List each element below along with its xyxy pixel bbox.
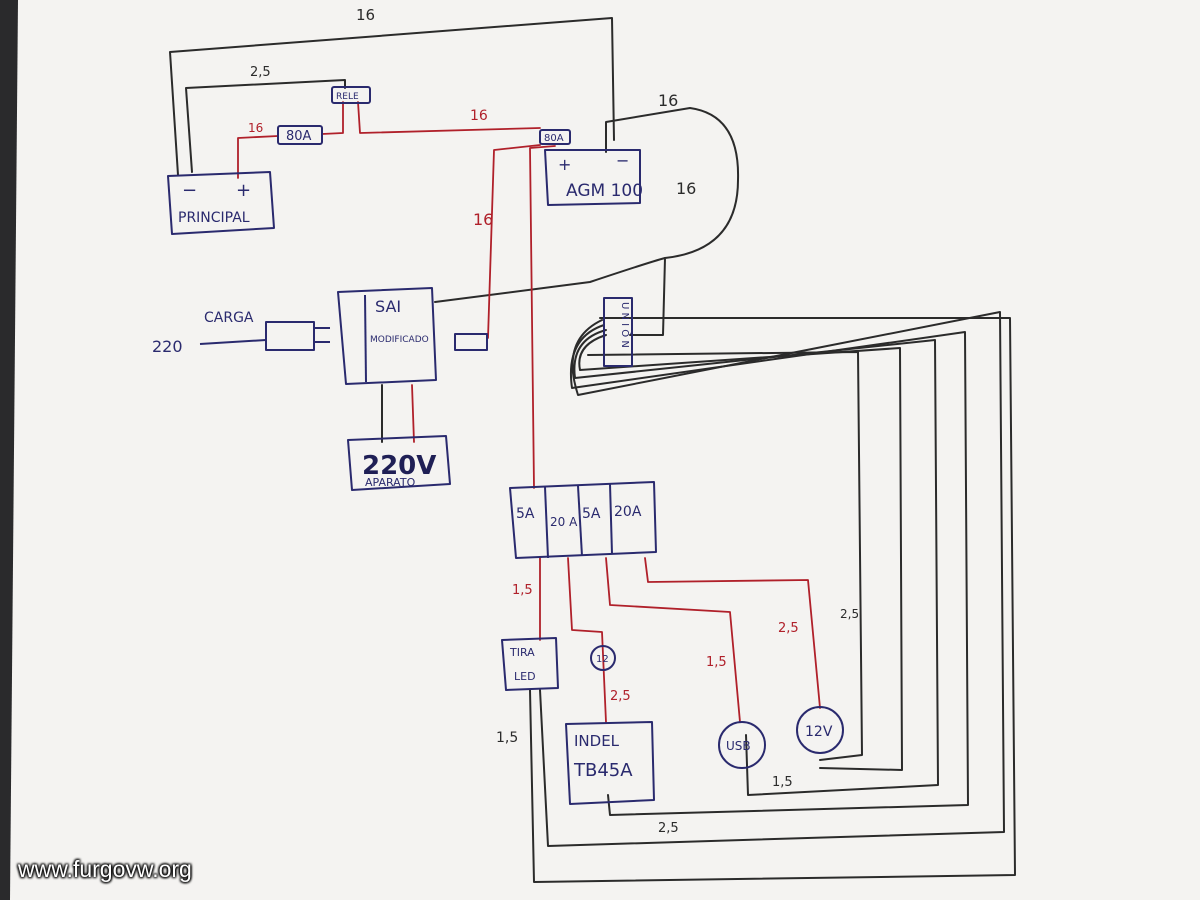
socket-12-label: 12 (596, 654, 609, 665)
wire-label-25-right: 2,5 (840, 607, 859, 621)
rele-box (331, 86, 371, 104)
indel-label-1: INDEL (574, 732, 620, 750)
wire-label-16-agm-right: 16 (676, 179, 696, 198)
red-wires (237, 101, 821, 723)
input-220-label: 220 (152, 337, 183, 356)
wire-label-16-top: 16 (356, 6, 375, 24)
principal-label: PRINCIPAL (178, 210, 250, 226)
wire-25-top (185, 79, 346, 173)
agm-minus: − (616, 151, 629, 170)
wire-bundle-5 (587, 351, 863, 761)
wire-label-25-indel: 2,5 (610, 689, 631, 704)
fuse-80a-label: 80A (286, 129, 312, 144)
usb-label: USB (726, 739, 751, 753)
principal-battery-box (167, 171, 275, 235)
principal-plus: + (236, 180, 251, 201)
tira-led-label-1: TIRA (509, 646, 535, 659)
fuse-box-divider-2 (577, 485, 583, 557)
agm-battery-box (544, 149, 641, 206)
union-label: U N I Ó N (619, 302, 632, 348)
wire-label-16-red-vertical: 16 (473, 210, 493, 229)
fuse-box-label-2: 20 A (550, 515, 578, 529)
rele-label: RELE (336, 92, 359, 102)
wire-red-usb (605, 557, 741, 723)
fuse-80a-box (277, 125, 323, 145)
wire-bundle-2 (573, 329, 939, 796)
aparato-box (347, 435, 451, 491)
wire-sai-agm (434, 257, 666, 303)
watermark: www.furgovw.org (18, 856, 192, 882)
agm-plus: + (558, 155, 571, 174)
wire-label-16-agm-top: 16 (658, 91, 678, 110)
wire-label-25-12v: 2,5 (778, 621, 799, 636)
carga-label: CARGA (204, 310, 254, 326)
wire-label-25-top: 2,5 (250, 65, 271, 80)
wire-red-12v (644, 557, 821, 709)
v12-circle (796, 706, 844, 754)
fuse-box-divider-1 (544, 486, 549, 559)
fuse-box-label-3: 5A (582, 506, 601, 522)
fuse-box-label-4: 20A (614, 504, 642, 520)
wire-label-15-left: 1,5 (496, 730, 518, 746)
wire-red-rele-agm (357, 101, 541, 134)
wire-red-sai-agm (487, 144, 541, 339)
wire-red-aparato (411, 384, 415, 443)
fuse-80a-top-box (539, 129, 571, 145)
wire-label-15-usb: 1,5 (706, 655, 727, 670)
usb-circle (718, 721, 766, 769)
aparato-small-label: APARATO (365, 476, 416, 489)
sai-label-1: SAI (375, 297, 401, 316)
indel-label-2: TB45A (573, 760, 633, 781)
fuse-box (509, 481, 657, 559)
tira-led-box (501, 637, 559, 691)
sai-box (337, 287, 437, 385)
sai-divider (364, 294, 367, 383)
wire-16-agm-loop (605, 107, 740, 336)
wire-label-15-bottom: 1,5 (772, 775, 793, 790)
union-box (603, 297, 633, 367)
wire-bundle-4 (539, 311, 1005, 847)
wire-label-16-red-left: 16 (248, 121, 263, 135)
wire-red-indel (567, 557, 607, 723)
indel-box (565, 721, 655, 805)
aparato-big-label: 220V (362, 451, 436, 481)
agm-label: AGM 100 (566, 181, 643, 201)
principal-minus: − (182, 180, 197, 201)
wire-label-15-tira: 1,5 (512, 583, 533, 598)
black-wires (169, 17, 1016, 883)
wire-red-fusebox (529, 145, 556, 489)
charger-plug (265, 321, 315, 351)
wire-16-top (169, 17, 615, 176)
wire-red-principal-fuse (237, 135, 279, 179)
socket-12-circle (590, 645, 616, 671)
fuse-box-label-1: 5A (516, 506, 535, 522)
sai-label-2: MODIFICADO (370, 335, 429, 345)
input-220-line (199, 339, 267, 345)
fuse-box-divider-3 (609, 483, 613, 555)
tira-led-label-2: LED (514, 670, 536, 683)
wire-tira-down (529, 317, 1016, 883)
wire-label-16-red-mid: 16 (470, 108, 488, 124)
fuse-80a-top-label: 80A (544, 133, 564, 144)
wire-label-25-bottom: 2,5 (658, 821, 679, 836)
sai-output-block (454, 333, 488, 351)
wire-red-fuse-rele (321, 101, 344, 135)
v12-label: 12V (805, 724, 833, 740)
